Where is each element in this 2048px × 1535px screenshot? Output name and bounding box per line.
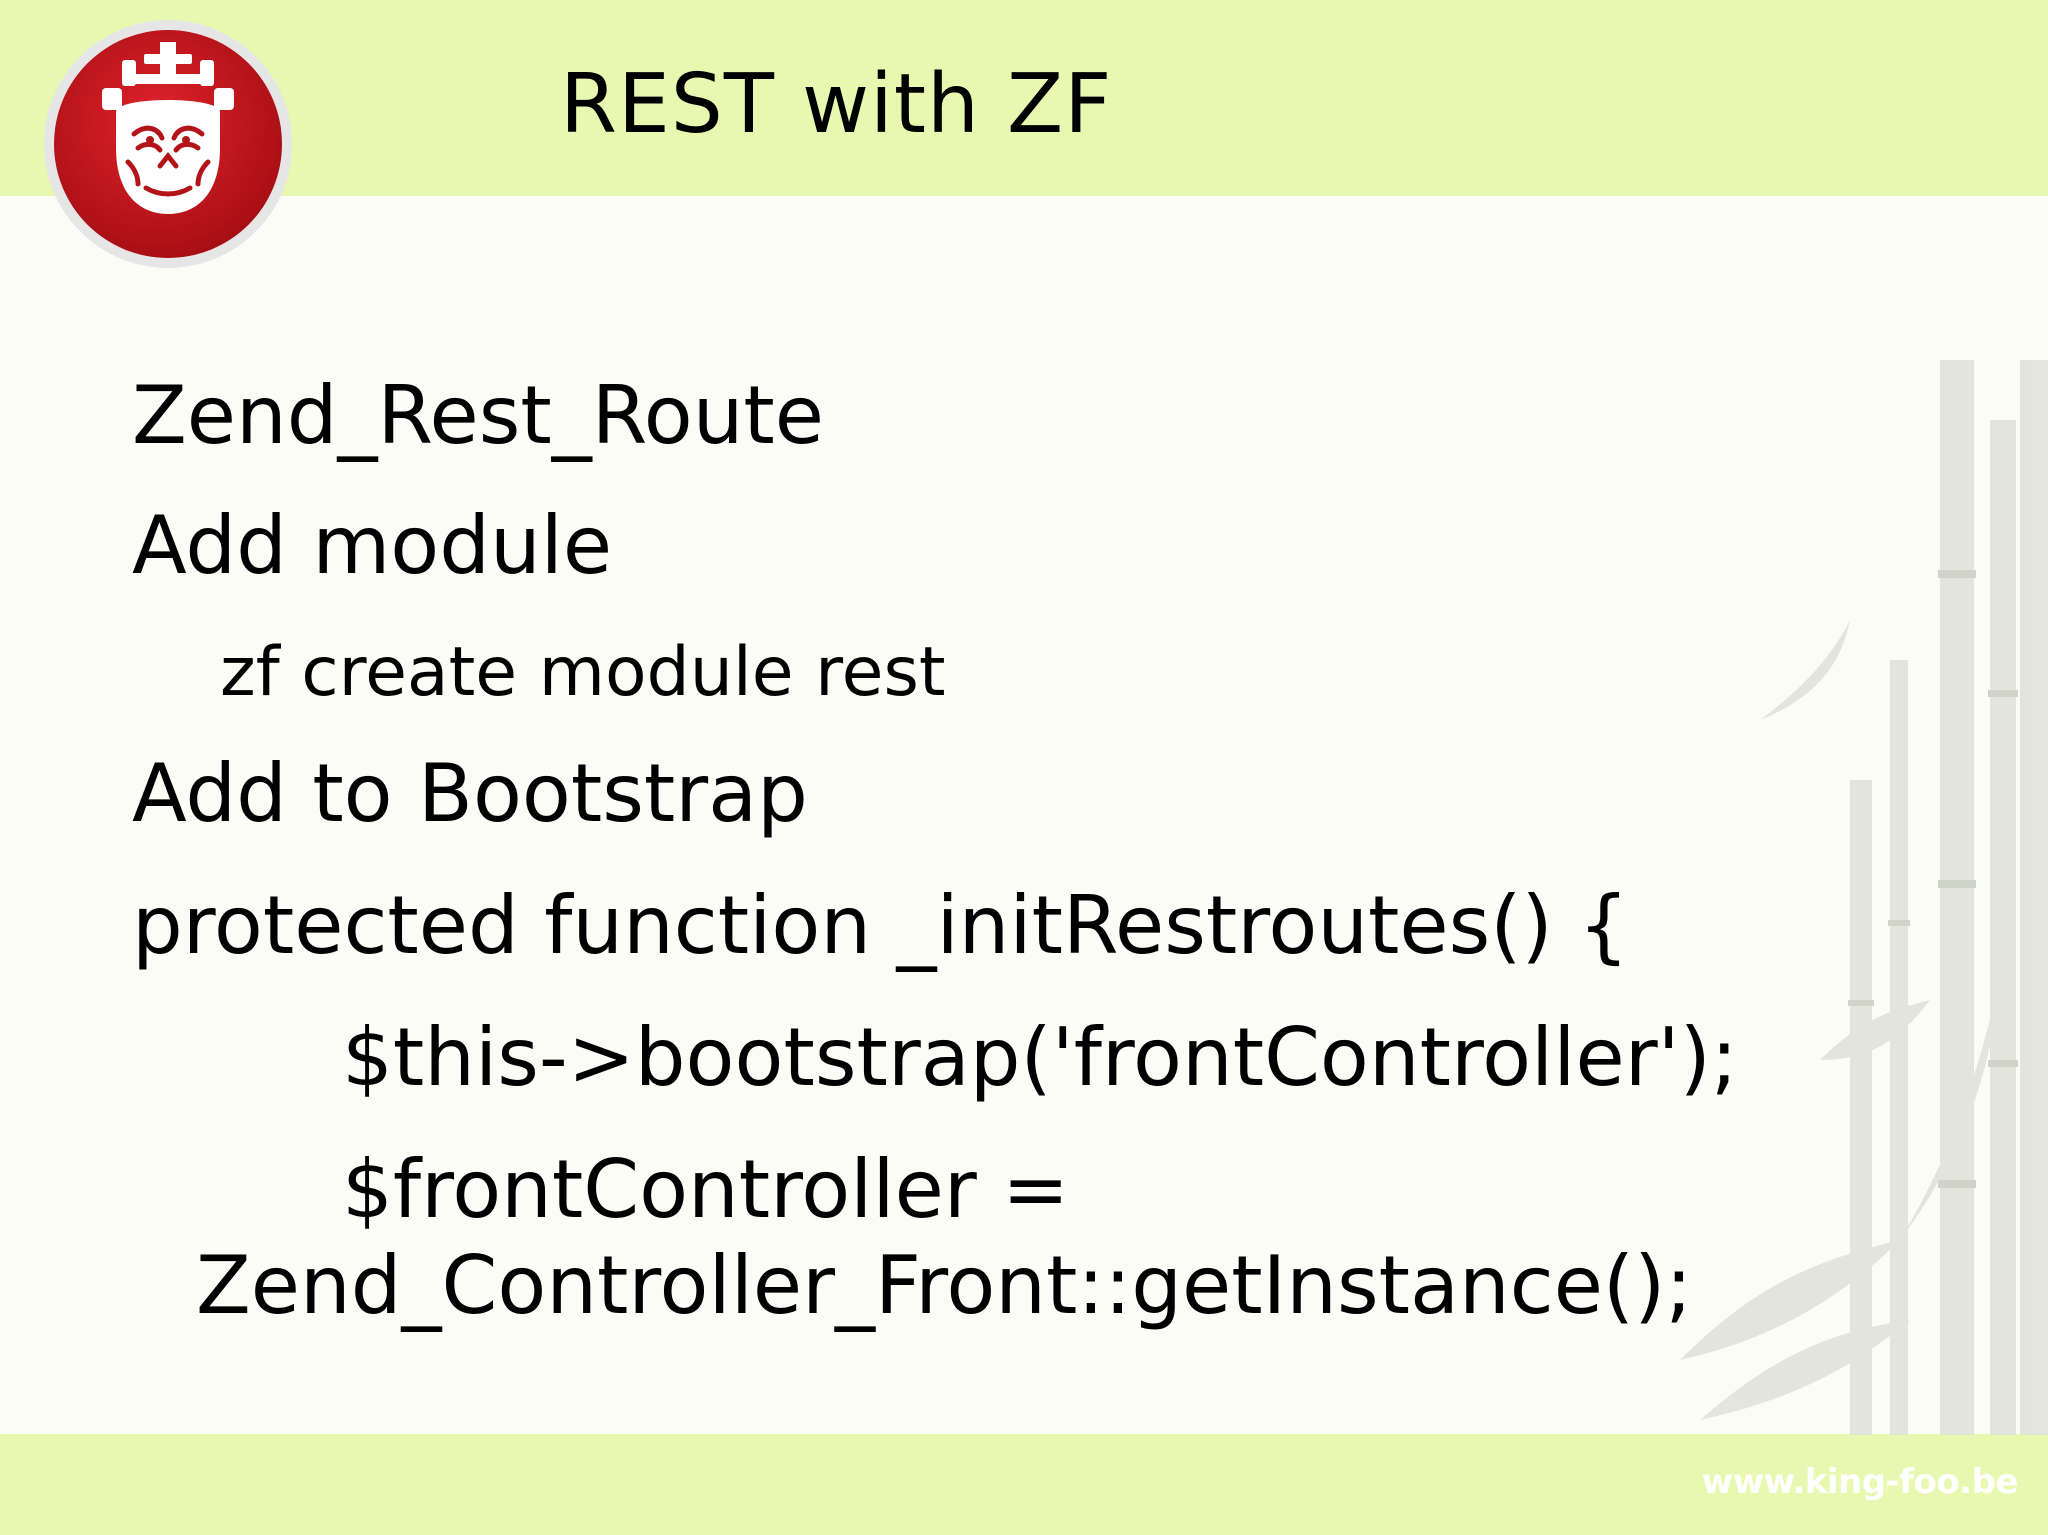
footer-band (0, 1434, 2048, 1535)
sub-bullet-text: zf create module rest (220, 633, 946, 712)
slide-body: Zend_Rest_Route Add module zf create mod… (132, 369, 1738, 1332)
monkey-king-logo-icon (44, 20, 292, 268)
bamboo-watermark-icon (1680, 360, 2048, 1435)
code-line: $frontController = (342, 1143, 1070, 1236)
header-band (0, 0, 2048, 196)
bullet-text: Add to Bootstrap (132, 747, 808, 840)
bullet-text: Zend_Rest_Route (132, 369, 824, 462)
footer-url: www.king-foo.be (1701, 1462, 2019, 1502)
code-line: protected function _initRestroutes() { (132, 879, 1630, 972)
code-line: Zend_Controller_Front::getInstance(); (196, 1239, 1693, 1332)
slide-title: REST with ZF (560, 57, 1113, 152)
code-line: $this->bootstrap('frontController'); (342, 1011, 1738, 1104)
bullet-text: Add module (132, 499, 613, 592)
